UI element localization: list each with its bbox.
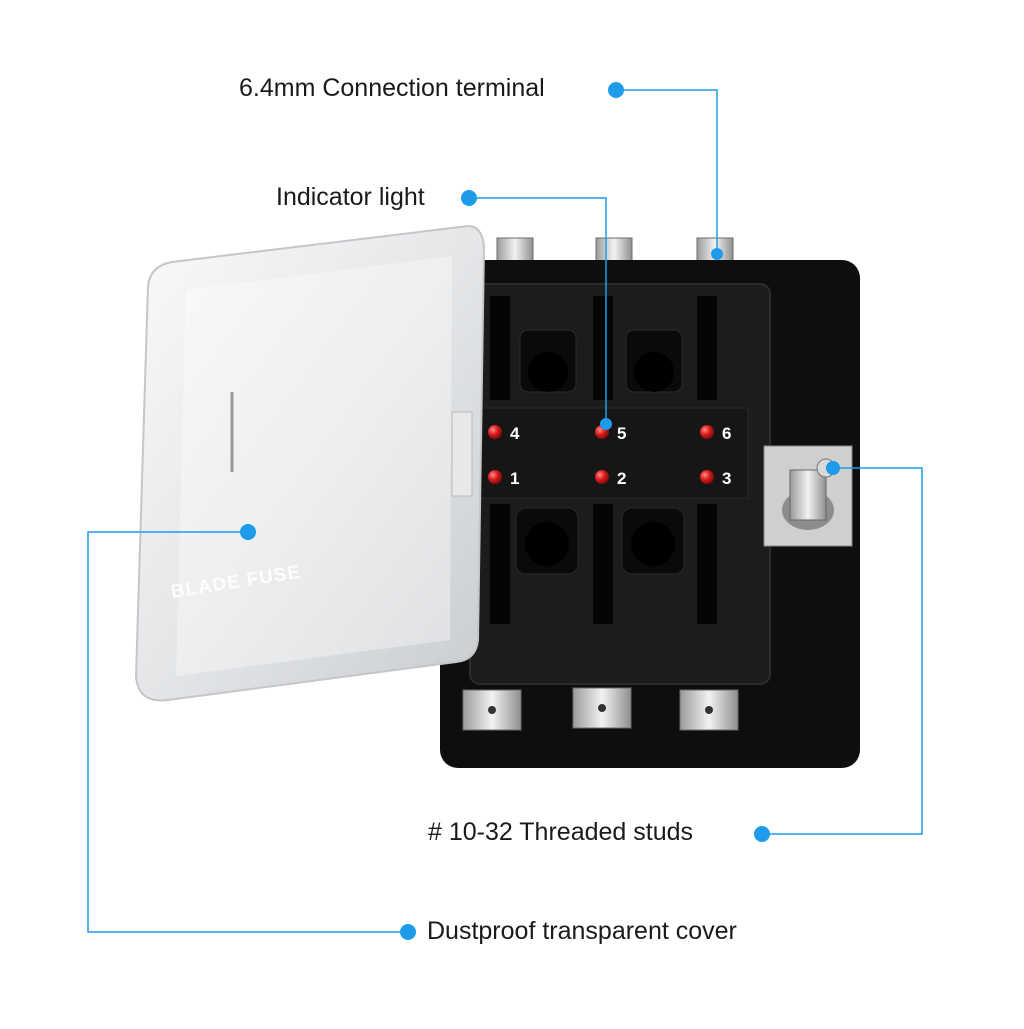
threaded-stud [763, 445, 853, 547]
dustproof-cover: BLADE FUSE [134, 224, 486, 702]
callout-dot-terminal-end [711, 248, 723, 260]
indicator-led-6: 6 [700, 424, 731, 443]
indicator-number-5: 5 [617, 424, 626, 443]
indicator-number-4: 4 [510, 424, 520, 443]
callout-label-cover: Dustproof transparent cover [427, 917, 737, 945]
callout-dot-terminal [608, 82, 624, 98]
callout-dot-studs [754, 826, 770, 842]
callout-label-terminal: 6.4mm Connection terminal [239, 74, 545, 102]
bottom-terminal-1 [462, 689, 522, 731]
callout-dots [240, 82, 840, 940]
callout-dot-indicator [461, 190, 477, 206]
callout-dot-studs-end [826, 461, 840, 475]
upper-fuse-slots [490, 296, 717, 400]
indicator-led-1: 1 [488, 469, 519, 488]
callout-dot-cover-end [240, 524, 256, 540]
bottom-terminal-3 [679, 689, 739, 731]
callout-label-studs: # 10-32 Threaded studs [428, 818, 694, 846]
indicator-number-2: 2 [617, 469, 626, 488]
indicator-led-3: 3 [700, 469, 731, 488]
bottom-terminals [462, 687, 739, 731]
callout-dot-cover [400, 924, 416, 940]
callout-dot-indicator-end [600, 418, 612, 430]
indicator-led-2: 2 [595, 469, 626, 488]
bottom-terminal-2 [572, 687, 632, 729]
callout-lines [87, 89, 923, 933]
indicator-led-4: 4 [488, 424, 520, 443]
callout-label-indicator: Indicator light [276, 183, 425, 211]
indicator-number-3: 3 [722, 469, 731, 488]
indicator-number-6: 6 [722, 424, 731, 443]
indicator-number-1: 1 [510, 469, 519, 488]
lower-fuse-slots [490, 504, 717, 624]
